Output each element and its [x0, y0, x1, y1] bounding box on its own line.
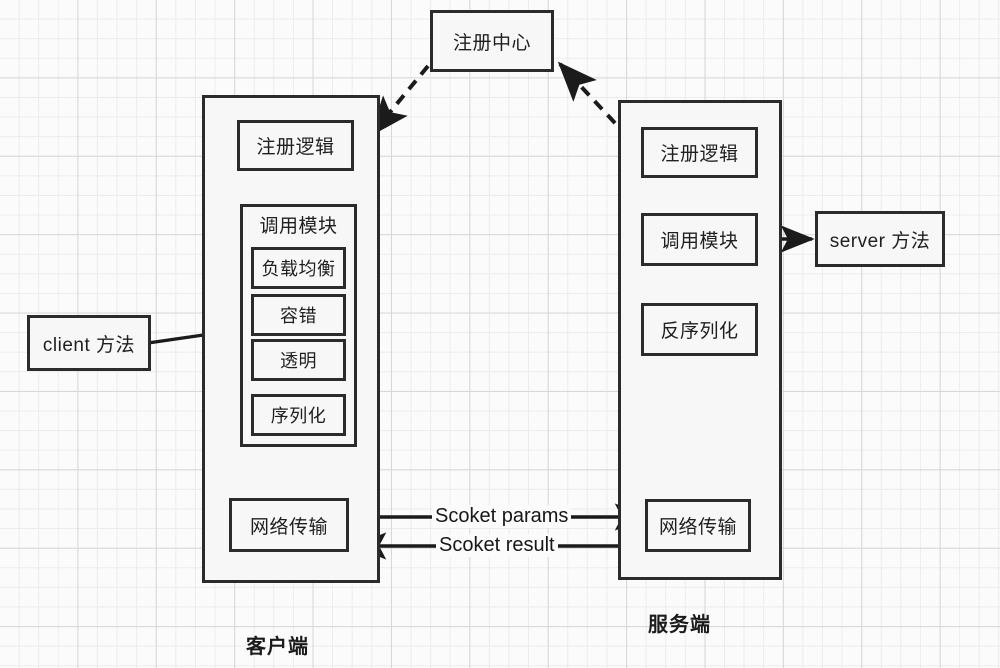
server-deserialize-label: 反序列化	[660, 321, 739, 342]
client-item-label-2: 透明	[280, 351, 317, 371]
caption-client: 客户端	[246, 636, 309, 658]
server-network-transport-label: 网络传输	[658, 517, 737, 538]
client-item-label-1: 容错	[280, 306, 317, 326]
node-registry[interactable]: 注册中心	[430, 10, 554, 72]
caption-server: 服务端	[648, 614, 711, 636]
server-call-module[interactable]: 调用模块	[641, 213, 758, 266]
node-server-method[interactable]: server 方法	[815, 211, 945, 267]
client-register-logic[interactable]: 注册逻辑	[237, 120, 354, 171]
edge-label-socket-params: Scoket params	[432, 505, 572, 528]
node-server-method-label: server 方法	[829, 230, 931, 252]
node-registry-label: 注册中心	[452, 32, 531, 54]
client-call-module-item-transparent[interactable]: 透明	[251, 339, 346, 381]
client-item-label-0: 负载均衡	[261, 259, 336, 279]
client-call-module-label: 调用模块	[259, 216, 338, 237]
server-register-logic-label: 注册逻辑	[660, 144, 739, 165]
server-call-module-label: 调用模块	[660, 231, 739, 252]
client-item-label-3: 序列化	[270, 406, 327, 426]
edge-registry-to-client	[369, 64, 430, 137]
server-network-transport[interactable]: 网络传输	[645, 499, 751, 552]
client-call-module-item-serialize[interactable]: 序列化	[251, 394, 346, 436]
client-call-module-item-load-balance[interactable]: 负载均衡	[251, 247, 346, 289]
server-deserialize[interactable]: 反序列化	[641, 303, 758, 356]
node-client-method[interactable]: client 方法	[27, 315, 151, 371]
edge-label-socket-result: Scoket result	[436, 534, 558, 557]
client-register-logic-label: 注册逻辑	[256, 137, 335, 158]
client-network-transport[interactable]: 网络传输	[229, 498, 349, 552]
client-call-module-item-fault-tolerance[interactable]: 容错	[251, 294, 346, 336]
server-register-logic[interactable]: 注册逻辑	[641, 127, 758, 178]
node-client-method-label: client 方法	[42, 334, 136, 356]
client-network-transport-label: 网络传输	[249, 516, 328, 538]
edge-server-to-registry	[557, 61, 630, 139]
